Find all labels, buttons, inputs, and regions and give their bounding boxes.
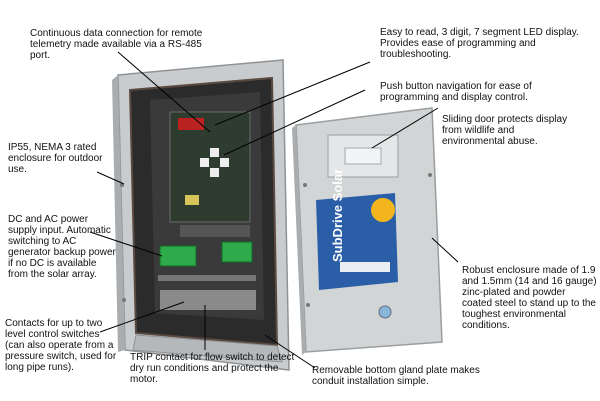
callout-led-display: Easy to read, 3 digit, 7 segment LED dis… xyxy=(380,27,579,60)
circuit-board xyxy=(169,111,251,223)
gland-plate xyxy=(132,334,283,363)
sun-icon xyxy=(371,198,395,222)
callout-ip55: IP55, NEMA 3 rated enclosure for outdoor… xyxy=(8,142,103,175)
logo-brand-text: SubDrive Solar xyxy=(330,168,345,262)
callout-enclosure: Robust enclosure made of 1.9 and 1.5mm (… xyxy=(462,265,597,331)
callout-push-button: Push button navigation for ease of progr… xyxy=(380,81,532,103)
callout-telemetry: Continuous data connection for remote te… xyxy=(30,28,203,61)
callout-power-supply: DC and AC power supply input. Automatic … xyxy=(8,214,116,280)
callout-sliding-door: Sliding door protects display from wildl… xyxy=(442,114,568,147)
callout-trip: TRIP contact for flow switch to detect d… xyxy=(130,352,295,385)
push-button-cluster xyxy=(200,148,229,177)
callout-gland-plate: Removable bottom gland plate makes condu… xyxy=(312,365,480,387)
terminal-block-left xyxy=(159,245,197,267)
terminal-block-right xyxy=(221,241,253,263)
callout-contacts: Contacts for up to two level control swi… xyxy=(5,318,117,373)
controller-enclosure xyxy=(112,59,290,371)
door-knob xyxy=(378,305,392,319)
front-door xyxy=(292,107,443,355)
